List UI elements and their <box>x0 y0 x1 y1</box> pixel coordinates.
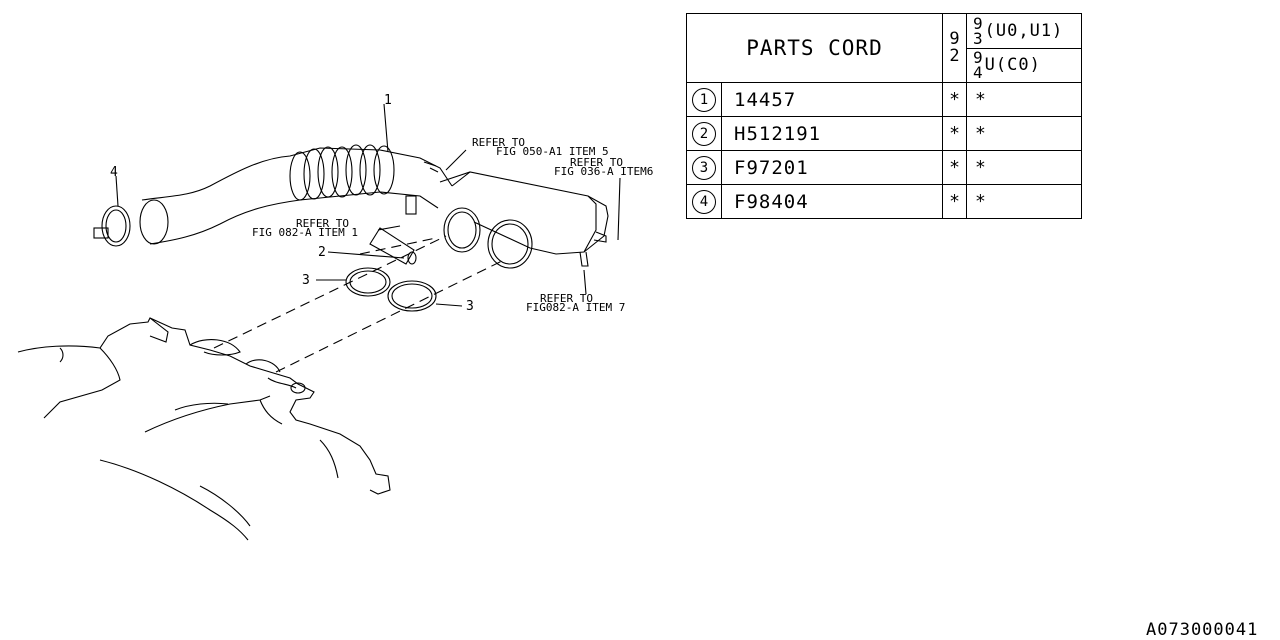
part-code: F98404 <box>721 184 943 219</box>
applicability-mark: * <box>942 116 967 151</box>
reference-050-line2: FIG 050-A1 ITEM 5 <box>496 145 609 158</box>
applicability-mark: * <box>966 116 1082 151</box>
reference-082-item7-line1: REFER TO <box>540 292 593 305</box>
callout-item-3a: 3 <box>302 273 310 288</box>
item-number: 3 <box>692 155 716 180</box>
intake-duct <box>139 144 453 245</box>
reference-082-item1-line2: FIG 082-A ITEM 1 <box>252 226 358 239</box>
reference-082-item7-line2: FIG082-A ITEM 7 <box>526 301 625 314</box>
clamp-item-4 <box>93 205 131 247</box>
clamps-item-3 <box>345 267 437 312</box>
part-code: H512191 <box>721 116 943 151</box>
parts-table: PARTS CORD 9 2 9 3 (U0,U1) 9 4 U(C0) 1 1… <box>686 13 1082 219</box>
item-number: 4 <box>692 189 716 214</box>
applicability-mark: * <box>966 150 1082 185</box>
table-row: 1 14457 * * <box>686 82 1082 117</box>
engine-manifold-outline <box>17 317 391 541</box>
col-b-codes: U(C0) <box>984 55 1041 76</box>
part-code: 14457 <box>721 82 943 117</box>
stack-digit: 4 <box>973 63 983 83</box>
reference-036-line1: REFER TO <box>570 156 623 169</box>
applicability-mark: * <box>966 184 1082 219</box>
stack-digit: 3 <box>973 28 983 48</box>
hose-item-2 <box>369 227 417 265</box>
header-model-col: 9 2 <box>942 13 967 83</box>
stack-digit: 9 <box>973 48 983 68</box>
model-digit: 9 <box>949 29 960 49</box>
reference-050-line1: REFER TO <box>472 136 525 149</box>
header-col-b: 9 4 U(C0) <box>966 47 1082 83</box>
applicability-mark: * <box>942 82 967 117</box>
reference-082-item1-line1: REFER TO <box>296 217 349 230</box>
item-number: 1 <box>692 87 716 112</box>
alignment-dashed-lines <box>213 235 505 373</box>
table-row: 3 F97201 * * <box>686 150 1082 185</box>
model-digit: 2 <box>949 46 960 66</box>
col-a-codes: (U0,U1) <box>984 20 1064 41</box>
callout-item-4: 4 <box>110 165 118 180</box>
header-parts-cord: PARTS CORD <box>686 13 943 83</box>
applicability-mark: * <box>942 150 967 185</box>
item-number: 2 <box>692 121 716 146</box>
applicability-mark: * <box>966 82 1082 117</box>
applicability-mark: * <box>942 184 967 219</box>
table-row: 4 F98404 * * <box>686 184 1082 219</box>
header-col-a: 9 3 (U0,U1) <box>966 13 1082 49</box>
table-row: 2 H512191 * * <box>686 116 1082 151</box>
parts-diagram: 1 4 2 3 3 REFER TO FIG 050-A1 ITEM 5 REF… <box>17 93 653 541</box>
stack-digit: 9 <box>973 13 983 33</box>
callout-item-2: 2 <box>318 245 326 260</box>
drawing-reference-code: A073000041 <box>1146 620 1259 640</box>
reference-036-line2: FIG 036-A ITEM6 <box>554 165 653 178</box>
part-code: F97201 <box>721 150 943 185</box>
callout-item-3b: 3 <box>466 299 474 314</box>
leader-lines <box>115 103 621 307</box>
resonator-box <box>439 171 609 269</box>
callout-item-1: 1 <box>384 93 392 108</box>
